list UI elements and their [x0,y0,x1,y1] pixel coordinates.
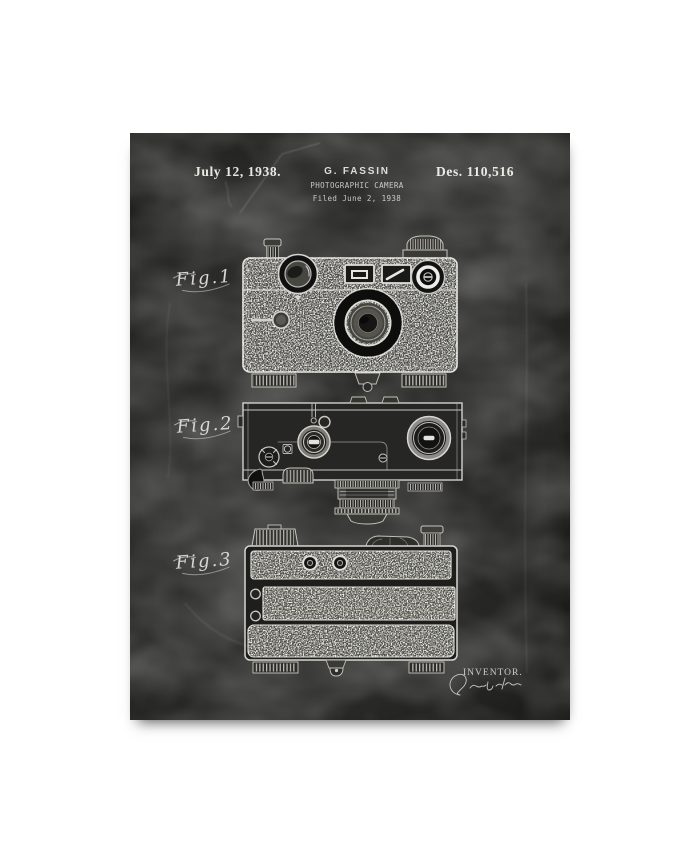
patent-drawing: Fig.1 [130,133,570,720]
chalk-dust-overlay [130,133,570,720]
chalkboard-canvas: July 12, 1938. Des. 110,516 G. FASSIN PH… [130,133,570,720]
